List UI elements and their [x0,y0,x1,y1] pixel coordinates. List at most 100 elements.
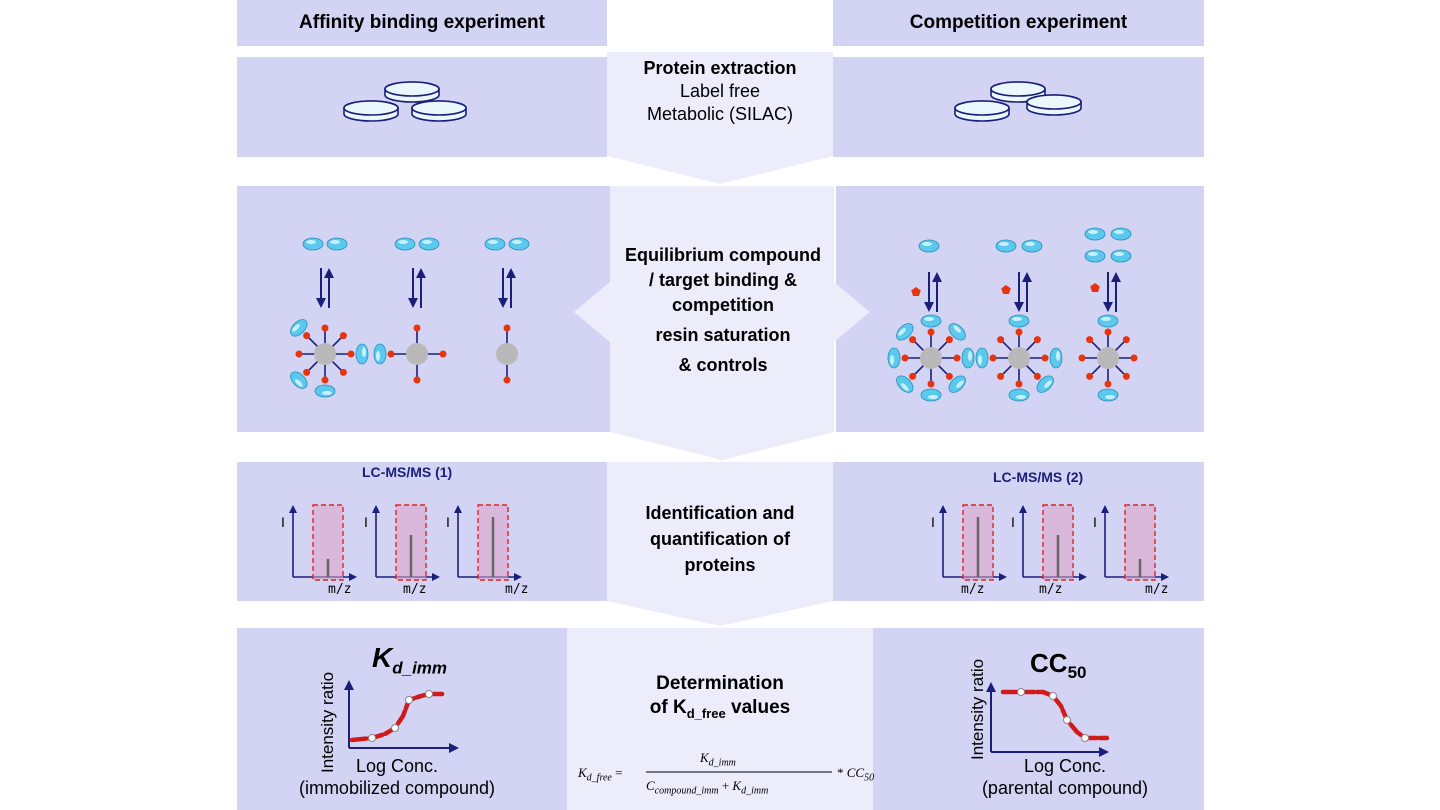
protein-icon [896,323,914,341]
ligand-icon [439,350,447,358]
free-compound-icon [1001,285,1011,294]
ligand-icon [909,372,917,380]
equilibrium-arrows-icon [1014,272,1032,312]
equilibrium-arrows-icon [924,272,942,312]
protein-icon [290,371,308,389]
competition-curve [986,682,1110,757]
ligand-icon [1104,328,1112,336]
protein-icon [1008,388,1030,402]
step-arrow-equilibrium [574,186,870,460]
header-competition-label: Competition experiment [909,12,1128,33]
equilibrium-arrows-icon [1103,272,1121,312]
mz-axis-label: m/z [961,582,984,597]
binding-diagram-right [887,227,1138,402]
protein-icon [290,319,308,337]
step-extraction: Protein extraction Label free Metabolic … [607,57,833,126]
ligand-icon [347,350,355,358]
protein-icon [995,239,1017,253]
protein-icon [373,343,387,365]
row4-right-panel [873,628,1204,810]
step-identification: Identification and quantification of pro… [607,500,833,578]
protein-icon [961,347,975,369]
ligand-icon [1122,372,1130,380]
cc50-title: CC50 [1030,648,1087,683]
equilibrium-line3: competition [672,295,774,315]
lcms-label-right: LC-MS/MS (2) [993,469,1084,485]
protein-icon [896,375,914,393]
petri-dishes-right [954,81,1082,122]
identification-line1: Identification and [645,503,795,523]
ligand-icon [303,332,311,340]
step-extraction-title: Protein extraction [643,58,797,78]
free-compound-icon [1090,283,1100,292]
ligand-icon [387,350,395,358]
data-point [405,696,413,704]
ligand-icon [1086,336,1094,344]
ligand-icon [901,354,909,362]
data-point [1063,716,1071,724]
step-arrow-extraction [607,52,833,184]
determination-sub: d_free [686,705,726,721]
protein-icon [920,314,942,328]
ligand-icon [503,324,511,332]
protein-icon [920,388,942,402]
intensity-axis-label: I [931,514,935,530]
spectra-left: Im/zIm/zIm/z [281,504,528,597]
ligand-icon [413,376,421,384]
ligand-icon [945,372,953,380]
protein-icon [1084,227,1106,241]
protein-icon [508,237,530,251]
ligand-icon [945,336,953,344]
data-point [1049,692,1057,700]
ligand-icon [909,336,917,344]
protein-icon [948,323,966,341]
ligand-icon [1033,336,1041,344]
protein-icon [314,384,336,398]
ligand-icon [927,380,935,388]
resin-bead-icon [373,324,447,384]
protein-icon [1097,314,1119,328]
equilibrium-line1: Equilibrium compound [625,245,821,265]
resin-bead-icon [975,314,1063,402]
intensity-axis-label: I [446,514,450,530]
determination-line1: Determination [656,673,784,694]
spectrum-plot: Im/z [1011,504,1087,597]
step-equilibrium: Equilibrium compound / target binding & … [610,243,836,378]
formula-multiplier: * CC50 [837,765,875,784]
ligand-icon [953,354,961,362]
intensity-axis-label: I [364,514,368,530]
step-extraction-line2: Metabolic (SILAC) [646,104,794,124]
ligand-icon [339,368,347,376]
formula-numerator: Kd_imm [700,750,736,769]
ligand-icon [321,376,329,384]
binding-curve [344,680,459,753]
spectrum-plot: Im/z [281,504,357,597]
equilibrium-line5: & controls [678,355,768,375]
mz-axis-label: m/z [328,582,351,597]
mz-axis-label: m/z [505,582,528,597]
left-curve-xlabel: Log Conc.(immobilized compound) [298,756,496,798]
protein-icon [918,239,940,253]
ligand-icon [989,354,997,362]
ligand-icon [1015,328,1023,336]
protein-icon [394,237,416,251]
spectra-right: Im/zIm/zIm/z [931,504,1169,597]
lcms-label-left: LC-MS/MS (1) [362,464,453,480]
protein-icon [975,347,989,369]
step-determination: Determination of Kd_free values [567,672,873,726]
ligand-icon [1033,372,1041,380]
resin-bead-icon [290,319,369,398]
row2-left-panel [237,186,610,432]
determination-line2: of Kd_free values [649,697,791,721]
mz-axis-label: m/z [403,582,426,597]
header-affinity-label: Affinity binding experiment [299,12,545,33]
ligand-icon [339,332,347,340]
resin-bead-icon [1078,314,1138,402]
row4-center-panel [567,628,873,810]
ligand-icon [503,376,511,384]
intensity-axis-label: I [281,514,285,530]
protein-icon [1036,375,1054,393]
protein-icon [1008,314,1030,328]
header-affinity: Affinity binding experiment [237,0,607,46]
right-curve-xlabel: Log Conc.(parental compound) [981,756,1149,798]
